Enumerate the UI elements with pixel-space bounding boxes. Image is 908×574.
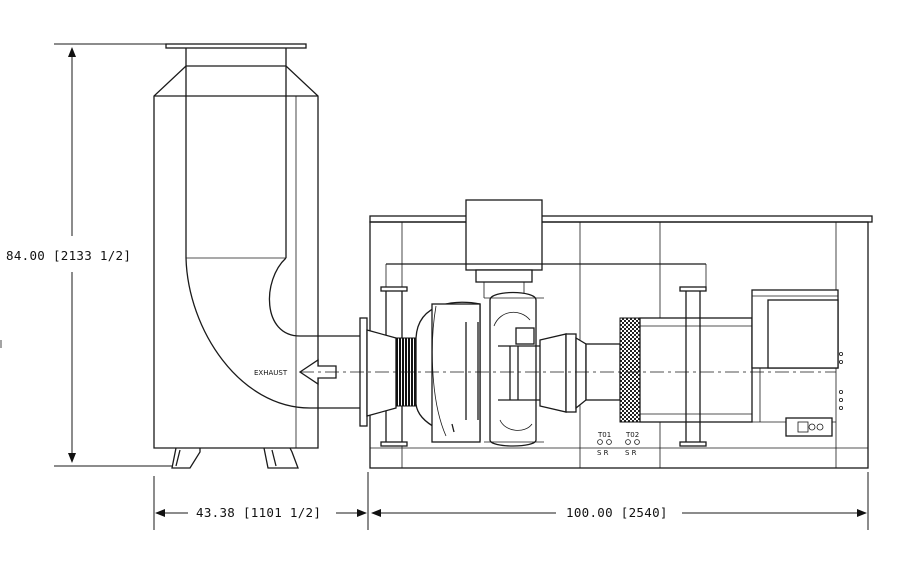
stack-width-dimension-label: 43.38 [1101 1/2] [196,505,321,520]
heat-exchanger [619,317,641,423]
blower-unit: T01 S R T02 S R [300,199,873,469]
svg-text:T02: T02 [625,431,639,439]
dimension-stack-width: 43.38 [1101 1/2] [153,472,369,530]
unit-length-dimension-label: 100.00 [2540] [566,505,668,520]
exhaust-label: EXHAUST [254,369,288,377]
svg-text:S R: S R [597,449,609,457]
port-t01: T01 S R [597,431,612,457]
dimension-unit-length: 100.00 [2540] [371,472,869,530]
port-t02: T02 S R [625,431,640,457]
height-dimension-label: 84.00 [2133 1/2] [6,248,131,263]
svg-text:S R: S R [625,449,637,457]
svg-text:T01: T01 [597,431,611,439]
dimension-height: 84.00 [2133 1/2] [4,43,172,467]
exhaust-stack: EXHAUST [153,43,360,469]
